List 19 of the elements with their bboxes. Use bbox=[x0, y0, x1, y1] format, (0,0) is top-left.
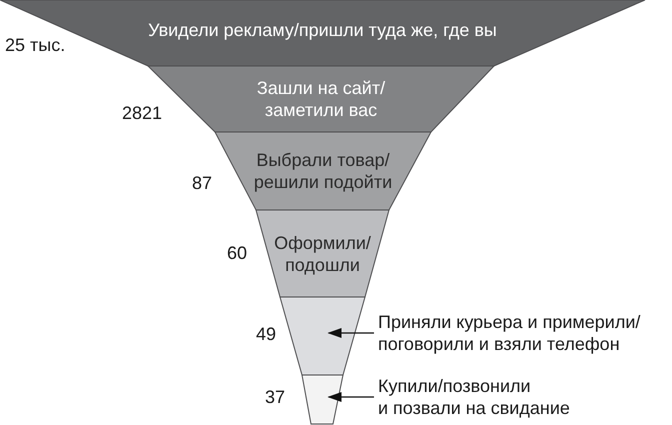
count-label: 87 bbox=[192, 172, 212, 194]
count-label: 25 тыс. bbox=[5, 34, 66, 56]
funnel-segment bbox=[256, 210, 389, 297]
funnel-segment bbox=[280, 297, 365, 375]
arrow bbox=[328, 328, 374, 338]
segment-label: Оформили/ подошли bbox=[273, 232, 372, 276]
arrow bbox=[328, 392, 374, 402]
callout-text: Приняли курьера и примерили/ поговорили и взяли телефон bbox=[378, 311, 672, 355]
segment-label: Зашли на сайт/ заметили вас bbox=[256, 77, 386, 121]
segment-label: Выбрали товар/ решили подойти bbox=[252, 149, 394, 193]
funnel-segment bbox=[215, 132, 431, 210]
count-label: 49 bbox=[256, 323, 276, 345]
count-label: 60 bbox=[227, 242, 248, 264]
segment-label: Увидели рекламу/пришли туда же, где вы bbox=[147, 19, 498, 41]
count-label: 37 bbox=[265, 386, 286, 408]
count-label: 2821 bbox=[122, 102, 162, 124]
funnel-segment bbox=[302, 375, 343, 424]
callout-text: Купили/позвонили и позвали на свидание bbox=[378, 375, 578, 419]
funnel-segment bbox=[0, 0, 645, 66]
